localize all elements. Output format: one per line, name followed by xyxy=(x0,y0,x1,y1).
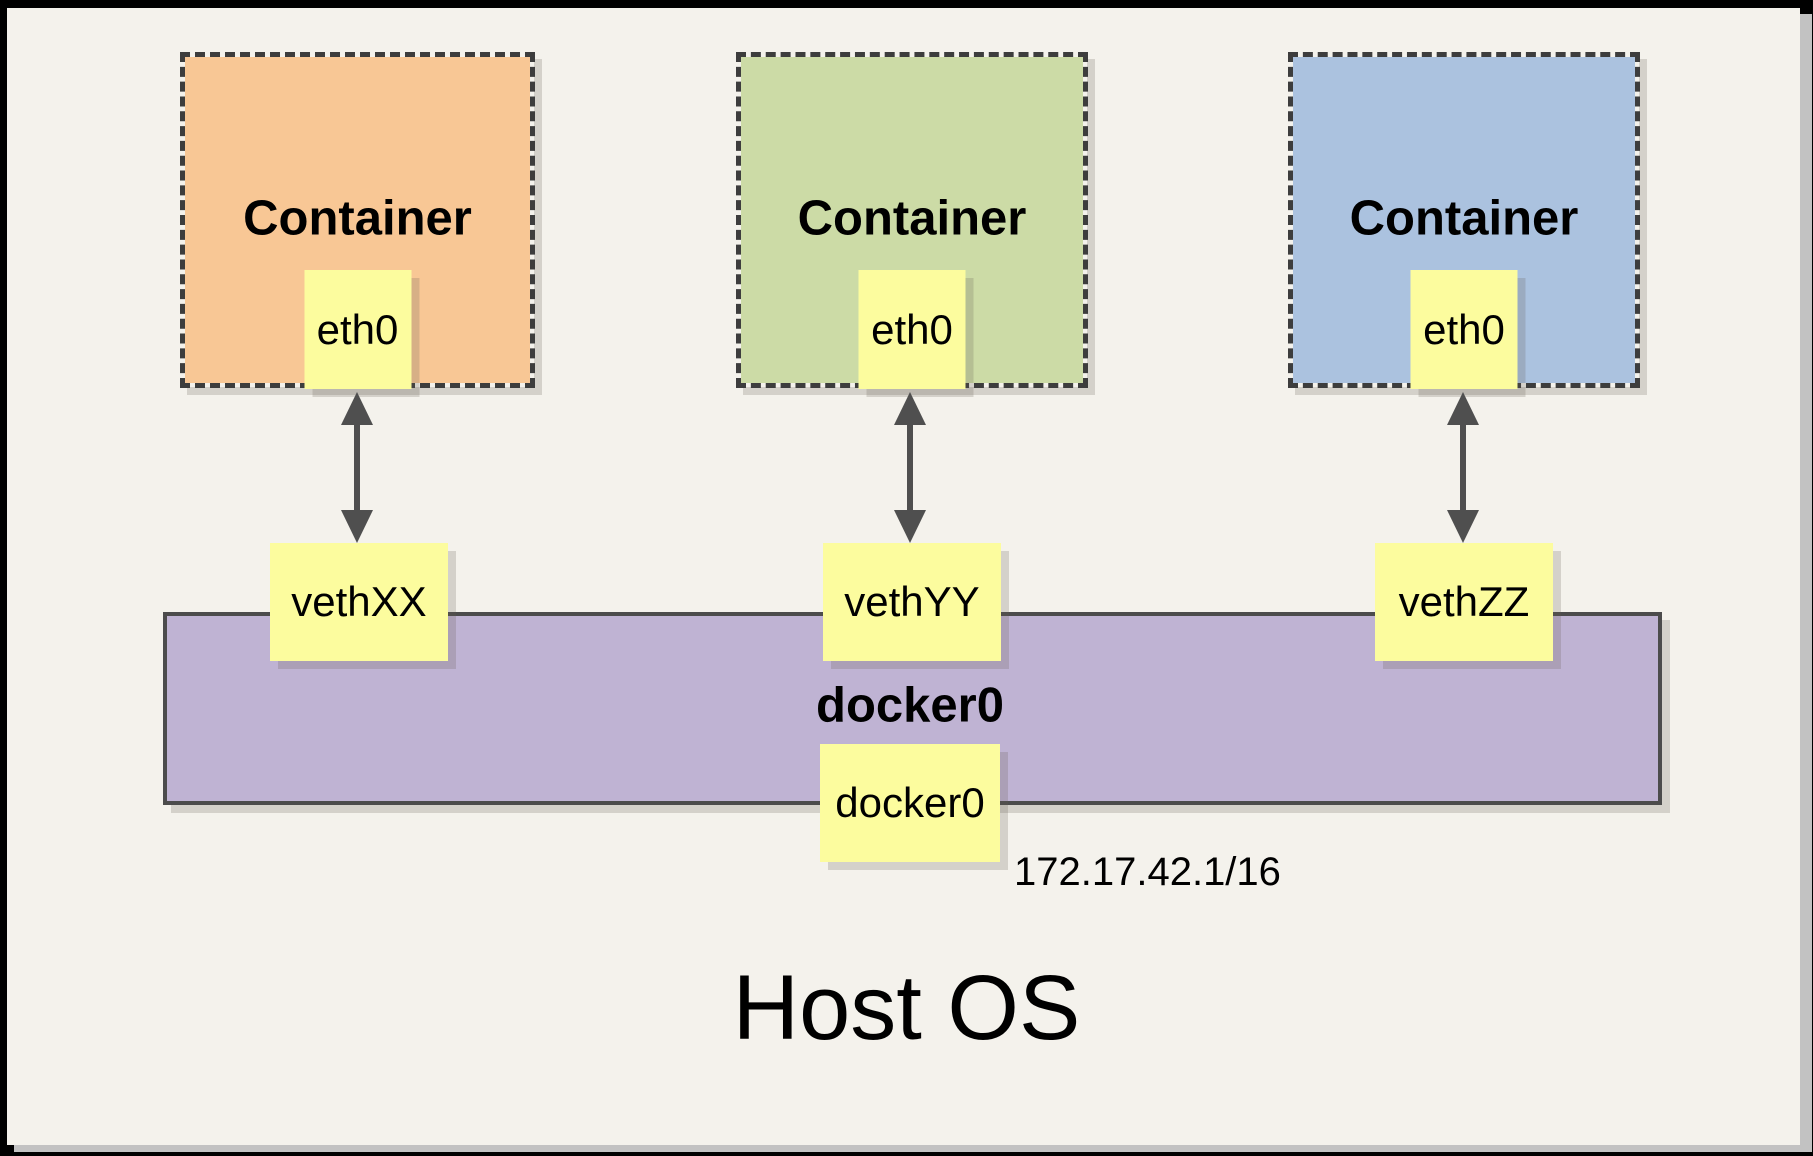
vethxx-note: vethXX xyxy=(270,543,448,661)
container-3-title: Container xyxy=(1349,191,1579,246)
docker0-interface-note: docker0 xyxy=(820,744,1000,862)
host-os-label: Host OS xyxy=(732,957,1081,1059)
vethzz-note: vethZZ xyxy=(1375,543,1553,661)
container-2-title: Container xyxy=(797,191,1027,246)
container-1-title: Container xyxy=(243,191,472,246)
container-box-3: Container eth0 xyxy=(1288,52,1640,389)
container-box-2: Container eth0 xyxy=(736,52,1088,389)
vethyy-note: vethYY xyxy=(823,543,1001,661)
docker0-bridge-label: docker0 xyxy=(816,678,1004,733)
container-2-eth0-note: eth0 xyxy=(858,270,966,389)
bridge-ip-label: 172.17.42.1/16 xyxy=(1014,850,1281,894)
container-3-eth0-note: eth0 xyxy=(1410,270,1518,389)
container-box-1: Container eth0 xyxy=(180,52,535,389)
page-shadow-right xyxy=(1800,14,1812,1152)
page-shadow-bottom xyxy=(14,1145,1812,1152)
container-1-eth0-note: eth0 xyxy=(304,270,411,389)
